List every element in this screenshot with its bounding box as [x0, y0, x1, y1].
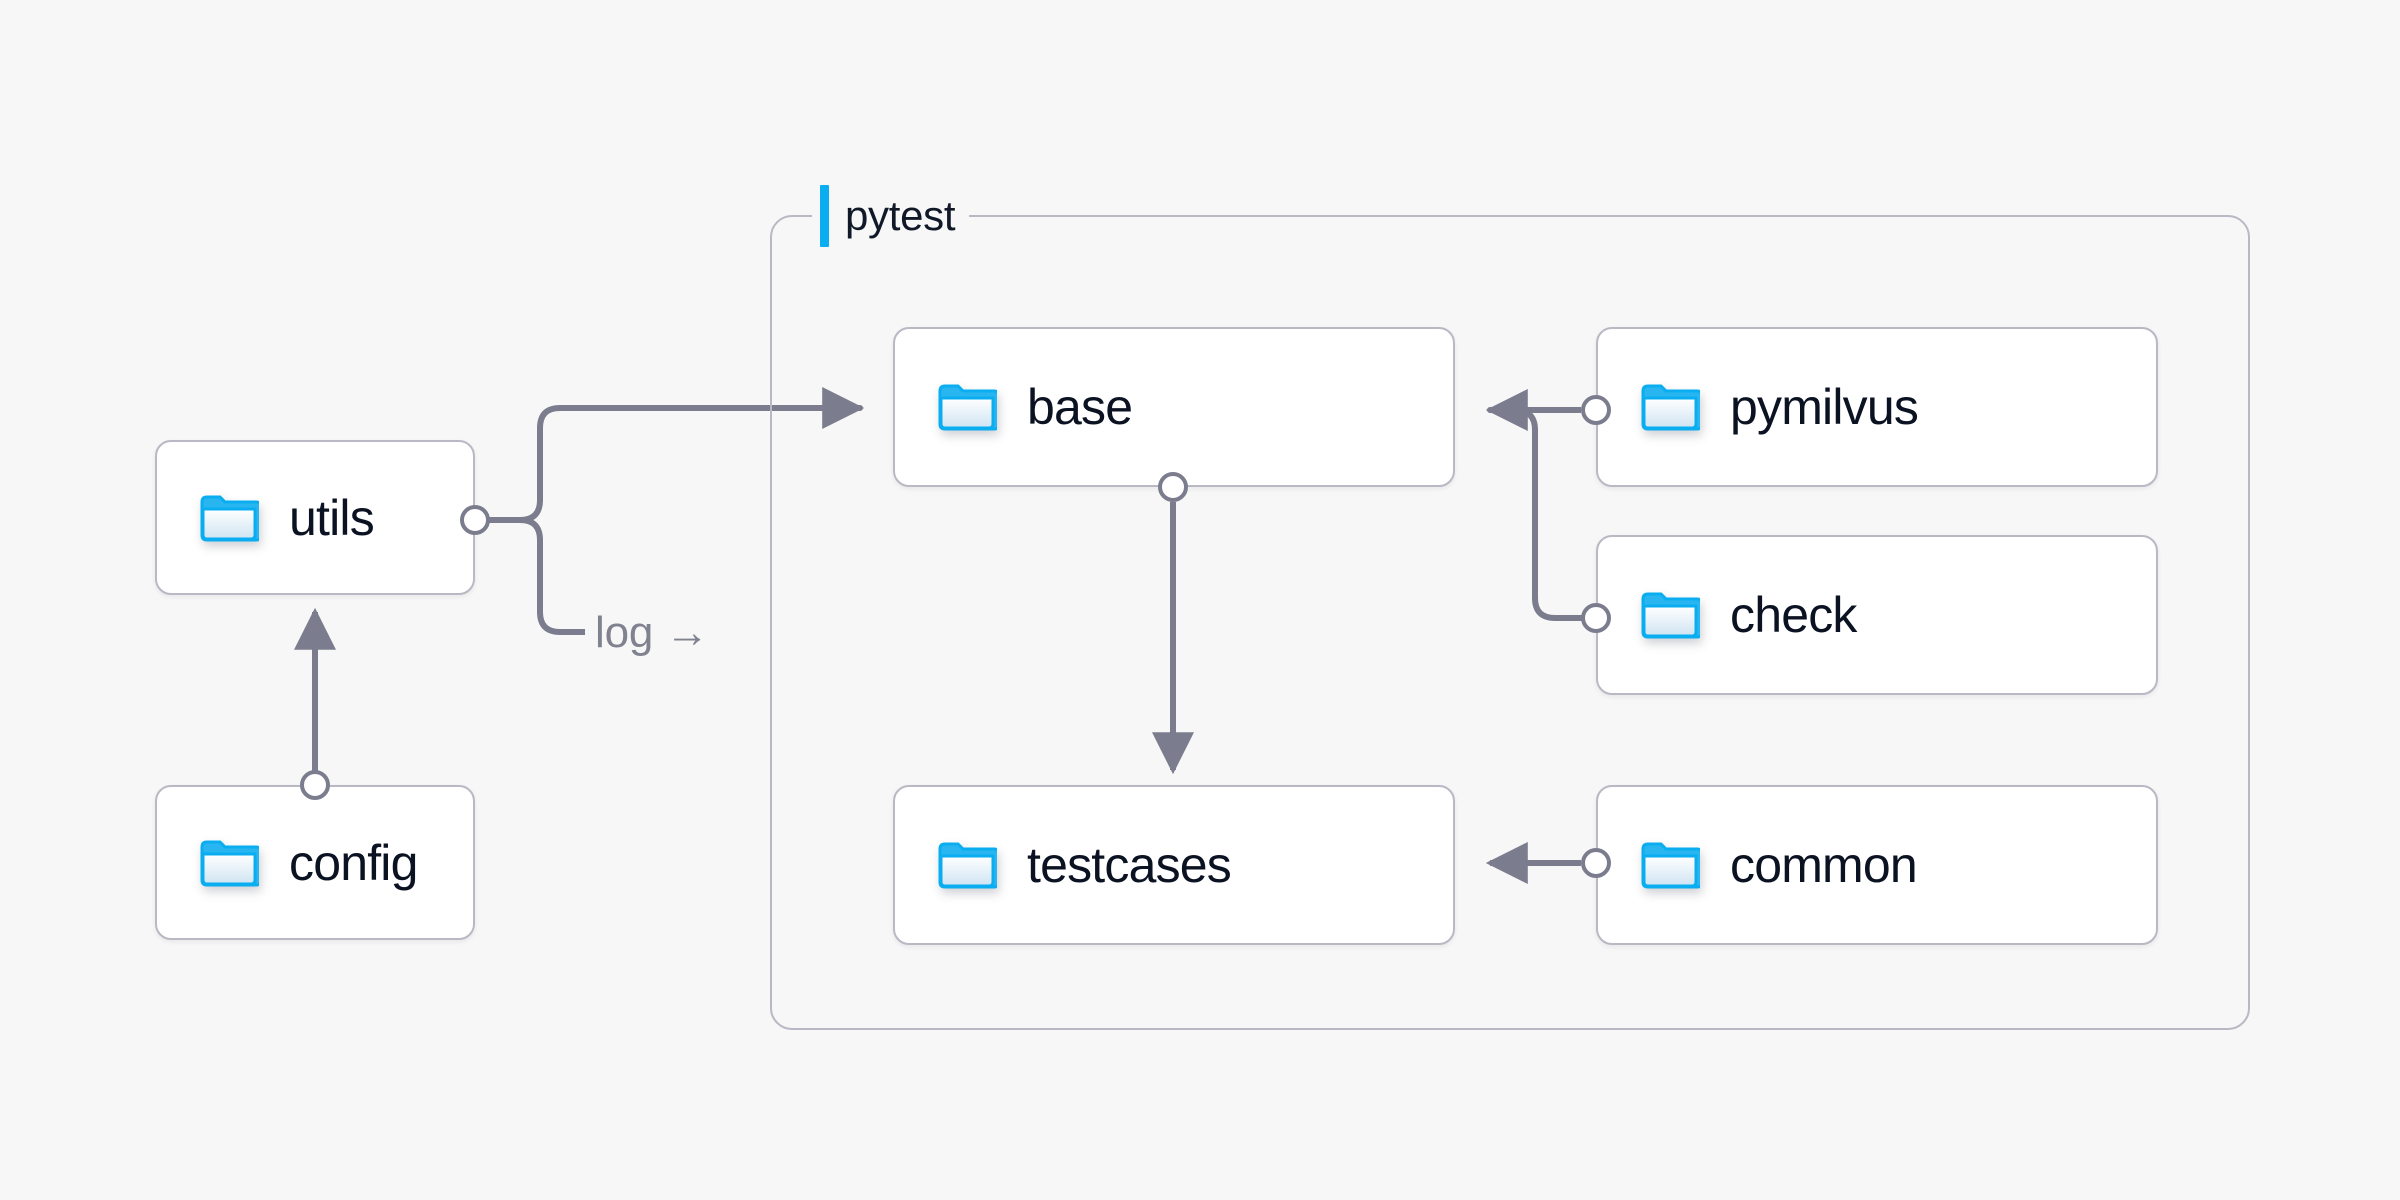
node-label: utils	[289, 489, 375, 546]
node-pymilvus[interactable]: pymilvus	[1596, 327, 2158, 487]
folder-icon	[938, 384, 997, 431]
node-label: base	[1027, 379, 1133, 435]
node-check[interactable]: check	[1596, 535, 2158, 695]
pytest-group-label-text: pytest	[845, 192, 956, 239]
folder-icon	[1641, 842, 1700, 889]
node-common[interactable]: common	[1596, 785, 2158, 945]
folder-icon	[1641, 384, 1700, 431]
port-base-bottom[interactable]	[1158, 472, 1188, 502]
node-label: config	[289, 834, 418, 891]
folder-icon	[200, 495, 259, 541]
node-label: common	[1730, 837, 1918, 893]
port-utils-right[interactable]	[460, 505, 490, 535]
accent-bar-icon	[820, 185, 829, 247]
node-config[interactable]: config	[155, 785, 475, 940]
port-common-left[interactable]	[1581, 848, 1611, 878]
node-base[interactable]: base	[893, 327, 1455, 487]
pytest-group-container	[770, 215, 2250, 1030]
port-config-top[interactable]	[300, 770, 330, 800]
edge-label-log-text: log	[595, 608, 654, 657]
node-label: pymilvus	[1730, 379, 1919, 435]
node-utils[interactable]: utils	[155, 440, 475, 595]
node-testcases[interactable]: testcases	[893, 785, 1455, 945]
folder-icon	[938, 842, 997, 889]
folder-icon	[200, 840, 259, 886]
folder-icon	[1641, 592, 1700, 639]
pytest-group-label: pytest	[812, 184, 970, 248]
edge-utils-to-log	[487, 517, 603, 635]
node-label: testcases	[1027, 837, 1232, 893]
arrow-right-icon: →	[665, 608, 709, 657]
node-label: check	[1730, 587, 1857, 643]
port-check-left[interactable]	[1581, 603, 1611, 633]
port-pymilvus-left[interactable]	[1581, 395, 1611, 425]
edge-label-log: log →	[585, 611, 719, 655]
